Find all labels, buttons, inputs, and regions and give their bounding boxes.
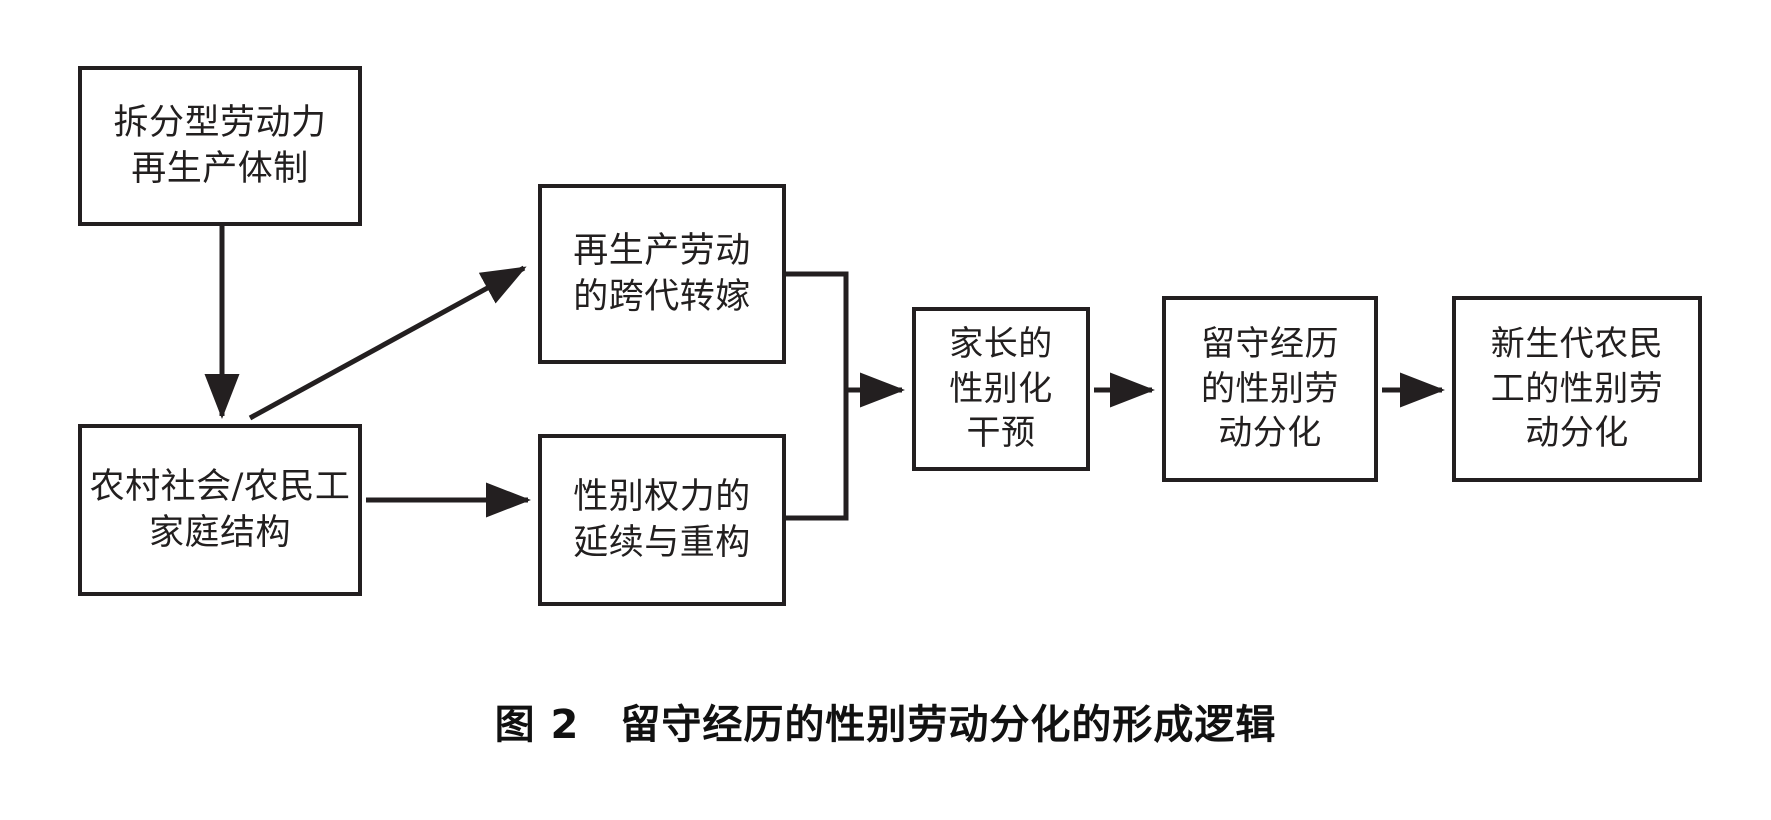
node-leftbehind-div-line-3: 动分化 [1218, 413, 1322, 454]
node-rural-family-line-2: 家庭结构 [148, 513, 291, 553]
node-gender-power-line-1: 性别权力的 [573, 476, 751, 517]
node-newgen-div-line-3: 动分化 [1525, 413, 1629, 454]
node-newgen-div-line-2: 工的性别劳 [1490, 368, 1664, 409]
node-leftbehind-div-line-2: 的性别劳 [1201, 368, 1339, 409]
node-parent-intervention: 家长的 性别化 干预 [912, 307, 1090, 471]
node-newgeneration-division: 新生代农民 工的性别劳 动分化 [1452, 296, 1702, 482]
node-leftbehind-division: 留守经历 的性别劳 动分化 [1162, 296, 1378, 482]
node-split-labor-line-2: 再生产体制 [131, 149, 309, 189]
node-newgen-div-line-1: 新生代农民 [1490, 323, 1664, 364]
node-parent-interv-line-2: 性别化 [949, 368, 1053, 409]
node-parent-interv-line-1: 家长的 [949, 323, 1053, 364]
node-parent-interv-line-3: 干预 [966, 413, 1036, 454]
edge-intergen-transfer-diagonal [248, 265, 527, 421]
node-rural-family-line-1: 农村社会/农民工 [89, 466, 351, 507]
node-gender-power: 性别权力的 延续与重构 [538, 434, 786, 606]
edge-merge-bracket-to-parent-intervention [786, 271, 906, 521]
node-split-labor: 拆分型劳动力 再生产体制 [78, 66, 362, 226]
node-intergen-transfer-line-1: 再生产劳动 [573, 230, 751, 271]
node-gender-power-line-2: 延续与重构 [573, 523, 751, 563]
node-intergenerational-transfer: 再生产劳动 的跨代转嫁 [538, 184, 786, 364]
node-intergen-transfer-line-2: 的跨代转嫁 [573, 277, 751, 317]
figure-caption: 图 2 留守经历的性别劳动分化的形成逻辑 [494, 702, 1277, 748]
node-rural-family: 农村社会/农民工 家庭结构 [78, 424, 362, 596]
node-split-labor-line-1: 拆分型劳动力 [113, 102, 327, 143]
node-leftbehind-div-line-1: 留守经历 [1201, 323, 1339, 364]
